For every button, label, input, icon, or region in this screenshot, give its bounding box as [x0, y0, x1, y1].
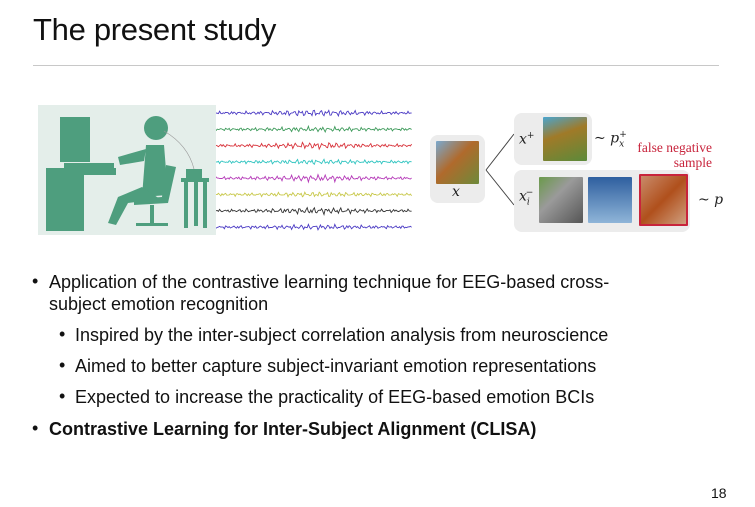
head-icon — [144, 116, 168, 140]
eeg-channel-wave — [216, 158, 412, 165]
sub-bullet-3: Expected to increase the practicality of… — [75, 387, 595, 407]
sub-bullet-2: Aimed to better capture subject-invarian… — [75, 356, 597, 376]
eeg-channel-wave — [216, 206, 412, 217]
eeg-channel-wave — [216, 141, 412, 151]
positive-label: x+ — [519, 131, 535, 148]
eeg-channel-wave — [216, 223, 412, 231]
anchor-box: x — [430, 135, 485, 203]
bullet-icon: • — [32, 271, 39, 291]
eeg-subject-illustration — [38, 105, 216, 235]
positive-distribution: ~ px+ — [594, 130, 627, 150]
bullet-icon: • — [59, 355, 66, 375]
anchor-dog-image — [436, 141, 479, 184]
bullet-icon: • — [59, 324, 66, 344]
negative-cat-image — [539, 177, 583, 223]
page-number: 18 — [711, 485, 727, 501]
title-divider — [33, 65, 719, 66]
eeg-waveforms — [216, 109, 412, 231]
negative-box: xi− — [514, 170, 690, 232]
negative-distribution: ~ p — [698, 192, 724, 208]
positive-box: x+ — [514, 113, 592, 165]
anchor-label: x — [452, 184, 460, 200]
sub-bullet-1: Inspired by the inter-subject correlatio… — [75, 325, 609, 345]
false-negative-dog-image — [639, 174, 688, 226]
negative-label: xi− — [519, 188, 534, 208]
eeg-channel-wave — [216, 191, 412, 198]
monitor-icon — [60, 117, 90, 162]
bullet-icon: • — [59, 386, 66, 406]
bullet-icon: • — [32, 418, 39, 438]
branch-lines — [485, 133, 515, 206]
bullet-clisa: Contrastive Learning for Inter-Subject A… — [49, 419, 537, 439]
eeg-channel-wave — [216, 109, 412, 118]
eeg-channel-wave — [216, 124, 412, 133]
bullet-1: Application of the contrastive learning … — [49, 272, 610, 314]
positive-dog-image — [543, 117, 587, 161]
desk-icon — [46, 175, 84, 231]
slide-title: The present study — [33, 12, 277, 47]
eeg-channel-wave — [216, 173, 412, 184]
negative-airplane-image — [588, 177, 632, 223]
